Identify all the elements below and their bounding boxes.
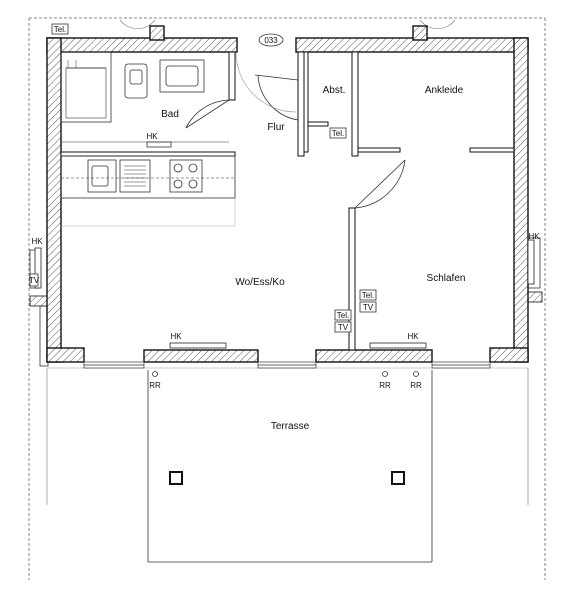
heater-label-west: HK xyxy=(31,237,43,246)
room-label-flur: Flur xyxy=(267,122,285,133)
terrace-outline xyxy=(46,367,529,563)
door-swings xyxy=(185,51,406,209)
room-label-abst: Abst. xyxy=(323,85,346,96)
unit-number: 033 xyxy=(264,36,278,45)
room-label-bad: Bad xyxy=(161,109,179,120)
tv-label-living: TV xyxy=(338,323,349,332)
neighbour-door-arcs xyxy=(119,19,456,29)
room-label-wohnen: Wo/Ess/Ko xyxy=(235,277,285,288)
tv-label-west: TV xyxy=(29,276,40,285)
drain-markers xyxy=(152,371,419,377)
room-label-ankleide: Ankleide xyxy=(425,85,464,96)
property-boundary xyxy=(28,17,546,580)
drain-label-east: RR xyxy=(410,381,422,390)
unit-number-badge xyxy=(258,33,284,47)
heater-label-east: HK xyxy=(528,232,540,241)
heaters xyxy=(34,239,535,349)
telephone-label-living: Tel. xyxy=(337,311,349,320)
kitchen-counter xyxy=(60,155,236,227)
tv-label-bedroom: TV xyxy=(363,303,374,312)
telephone-label-entry: Tel. xyxy=(54,25,66,34)
heater-label-living: HK xyxy=(170,332,182,341)
drain-label-west: RR xyxy=(149,381,161,390)
drain-label-mid: RR xyxy=(379,381,391,390)
telephone-label-bedroom: Tel. xyxy=(362,291,374,300)
exterior-walls xyxy=(46,25,529,363)
bathroom-fixtures xyxy=(60,51,229,148)
socket-boxes xyxy=(29,23,377,333)
heater-label-bedroom: HK xyxy=(407,332,419,341)
room-label-schlafen: Schlafen xyxy=(427,273,466,284)
terrace-columns xyxy=(169,471,405,485)
interior-walls xyxy=(60,51,515,351)
heater-label-bath: HK xyxy=(146,132,158,141)
telephone-label-closet: Tel. xyxy=(332,129,344,138)
room-label-terrasse: Terrasse xyxy=(271,421,310,432)
windows xyxy=(83,361,491,369)
side-walls xyxy=(29,237,543,367)
